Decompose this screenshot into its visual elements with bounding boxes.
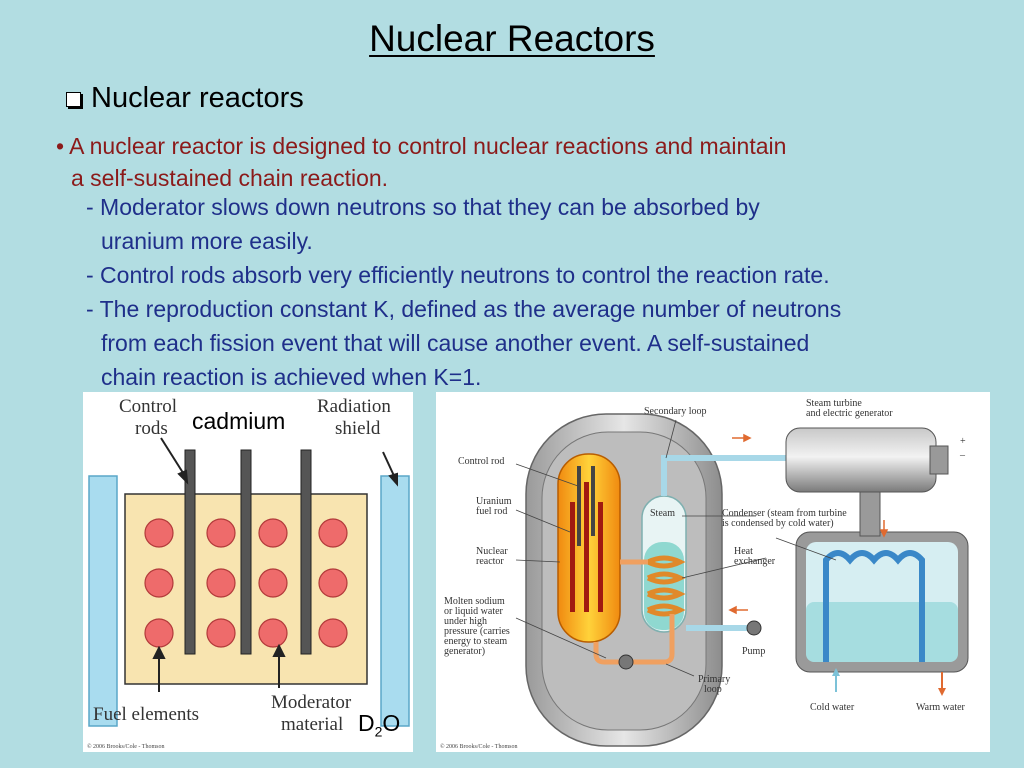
reproduction-line-3: chain reaction is achieved when K=1. bbox=[101, 364, 482, 390]
intro-bullet: • A nuclear reactor is designed to contr… bbox=[56, 130, 786, 194]
label-pump: Pump bbox=[742, 646, 765, 657]
label-heat-1: Heat bbox=[734, 546, 753, 557]
right-radiation-shield bbox=[380, 475, 410, 727]
label-molten-6: generator) bbox=[444, 646, 485, 657]
primary-loop-pipe bbox=[593, 559, 675, 665]
leader-lines bbox=[515, 419, 837, 677]
label-fuel-elements: Fuel elements bbox=[93, 704, 199, 725]
d2o-d: D bbox=[358, 710, 375, 736]
label-condenser-1: Condenser (steam from turbine bbox=[722, 508, 847, 519]
cadmium-label: cadmium bbox=[190, 408, 288, 435]
d2o-o: O bbox=[382, 710, 401, 736]
reproduction-line-2: from each fission event that will cause … bbox=[101, 330, 810, 356]
label-molten-5: energy to steam bbox=[444, 636, 507, 647]
label-condenser-2: is condensed by cold water) bbox=[722, 518, 834, 529]
label-rods: rods bbox=[135, 418, 168, 439]
label-cold-water: Cold water bbox=[810, 702, 855, 713]
reactor-core-diagram: Control rods Radiation shield Fuel eleme… bbox=[83, 392, 413, 752]
label-primary-1: Primary bbox=[698, 674, 730, 685]
label-shield: shield bbox=[335, 418, 381, 439]
plus-sign: + bbox=[960, 436, 966, 447]
label-heat-2: exchanger bbox=[734, 556, 776, 567]
minus-sign: – bbox=[959, 450, 966, 461]
d2o-subscript: 2 bbox=[374, 723, 383, 740]
control-rods bbox=[184, 449, 312, 655]
label-uranium-2: fuel rod bbox=[476, 506, 507, 517]
label-material: material bbox=[281, 714, 343, 735]
reactor-core-svg: Control rods Radiation shield Fuel eleme… bbox=[87, 396, 410, 750]
page-title: Nuclear Reactors bbox=[369, 18, 655, 59]
label-warm-water: Warm water bbox=[916, 702, 966, 713]
label-moderator: Moderator bbox=[271, 692, 352, 713]
steam-generator-water bbox=[644, 542, 684, 630]
label-molten-3: under high bbox=[444, 616, 487, 627]
label-uranium-1: Uranium bbox=[476, 496, 512, 507]
label-secondary-loop: Secondary loop bbox=[644, 406, 707, 417]
label-turbine-1: Steam turbine bbox=[806, 398, 862, 409]
label-nuclear-2: reactor bbox=[476, 556, 504, 567]
label-nuclear-1: Nuclear bbox=[476, 546, 508, 557]
intro-line-2: a self-sustained chain reaction. bbox=[71, 165, 389, 191]
control-rods-line: - Control rods absorb very efficiently n… bbox=[86, 262, 830, 288]
condenser-coil bbox=[823, 550, 925, 662]
diagram-labels: Secondary loop Steam turbine and electri… bbox=[444, 398, 966, 713]
label-molten-2: or liquid water bbox=[444, 606, 504, 617]
section-heading: Nuclear reactors bbox=[66, 82, 304, 115]
fuel-elements bbox=[144, 518, 348, 648]
label-molten-1: Molten sodium bbox=[444, 596, 505, 607]
label-arrows bbox=[152, 437, 398, 692]
turbine-to-condenser bbox=[859, 491, 881, 537]
secondary-loop-pipe bbox=[661, 455, 786, 631]
reactor-control-rods bbox=[577, 466, 595, 546]
label-molten-4: pressure (carries bbox=[444, 626, 510, 637]
label-steam: Steam bbox=[650, 508, 675, 519]
right-copyright: © 2006 Brooks/Cole - Thomson bbox=[440, 743, 517, 750]
flow-arrows bbox=[728, 433, 889, 615]
sub-bullets: - Moderator slows down neutrons so that … bbox=[86, 190, 841, 394]
label-control-rod: Control rod bbox=[458, 456, 504, 467]
pump-icon bbox=[746, 620, 762, 636]
reproduction-line-1: - The reproduction constant K, defined a… bbox=[86, 296, 842, 322]
label-primary-2: loop bbox=[704, 684, 722, 695]
fuel-rods bbox=[570, 482, 603, 612]
d2o-label: D2O bbox=[358, 710, 400, 740]
label-turbine-2: and electric generator bbox=[806, 408, 893, 419]
primary-pump-icon bbox=[618, 654, 634, 670]
label-radiation: Radiation bbox=[317, 396, 391, 417]
left-copyright: © 2006 Brooks/Cole - Thomson bbox=[87, 743, 164, 750]
power-plant-diagram: + – Secondary lo bbox=[436, 392, 990, 752]
turbine bbox=[785, 427, 937, 493]
label-control: Control bbox=[119, 396, 177, 417]
intro-line-1: • A nuclear reactor is designed to contr… bbox=[56, 133, 787, 159]
moderator-line-1: - Moderator slows down neutrons so that … bbox=[86, 194, 760, 220]
moderator-line-2: uranium more easily. bbox=[101, 228, 313, 254]
checkbox-bullet-icon bbox=[66, 92, 81, 107]
heat-exchanger-coil bbox=[646, 555, 686, 617]
heading-text: Nuclear reactors bbox=[91, 82, 304, 114]
left-radiation-shield bbox=[88, 475, 118, 727]
generator-terminal bbox=[929, 445, 949, 475]
power-plant-svg: + – Secondary lo bbox=[440, 398, 969, 750]
